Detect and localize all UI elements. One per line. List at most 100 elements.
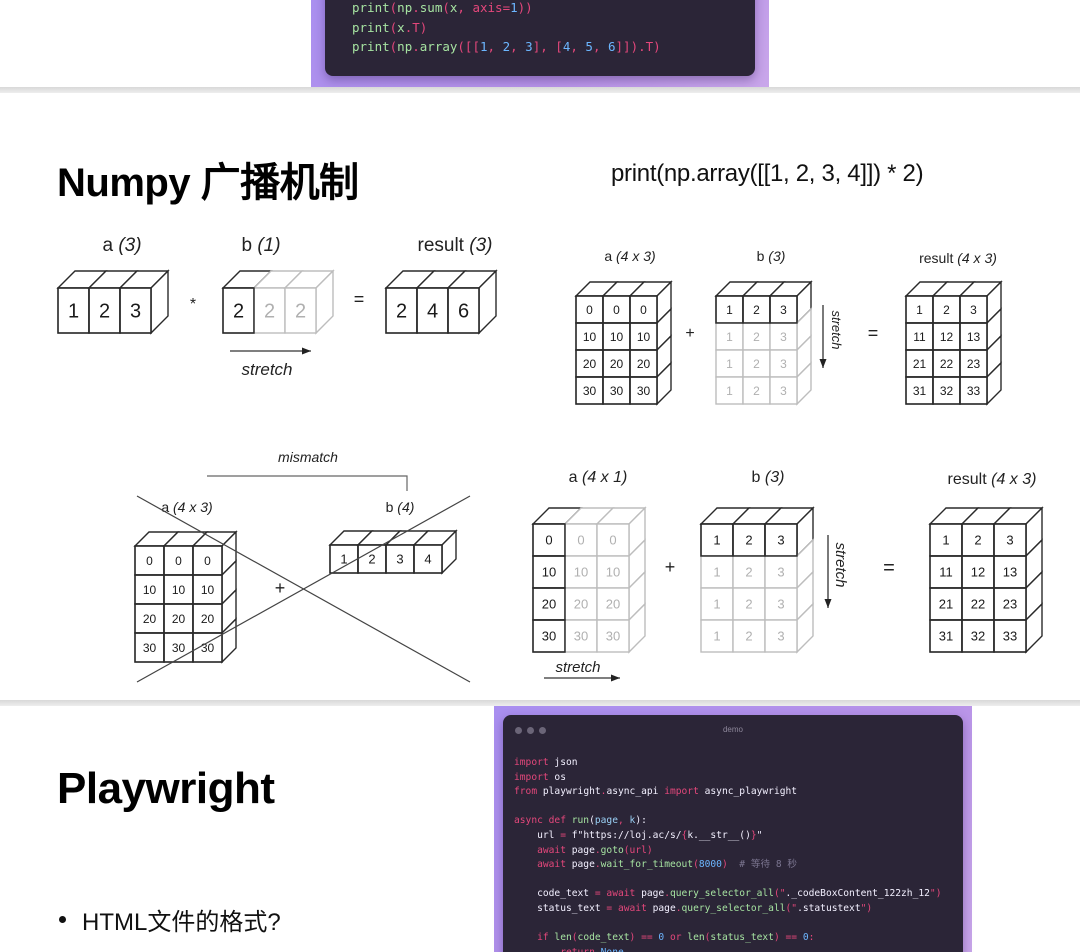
cell <box>119 287 152 334</box>
cell-value: 2 <box>753 357 760 371</box>
cell-value: 20 <box>143 612 157 626</box>
cell-value: 2 <box>745 565 752 580</box>
result-label: result (3) <box>418 235 493 256</box>
cell-value: 2 <box>974 533 981 548</box>
array-a-label: a (4 x 1) <box>569 469 628 486</box>
cell-value: 31 <box>913 384 927 398</box>
cell-outline <box>119 287 152 334</box>
cell <box>715 322 744 351</box>
bullet-item: HTML文件的格式? <box>57 902 281 937</box>
cell <box>769 376 798 405</box>
cell-outline <box>769 295 798 324</box>
cell-value: 23 <box>967 357 981 371</box>
cell-value: 0 <box>613 303 620 317</box>
cross-out-line <box>136 495 471 683</box>
cell <box>700 619 734 653</box>
cell-value: 20 <box>606 597 620 612</box>
cell-value: 12 <box>971 565 985 580</box>
slide-numpy-broadcasting: Numpy 广播机制 print(np.array([[1, 2, 3, 4]]… <box>0 93 1080 700</box>
cell-value: 1 <box>942 533 949 548</box>
cell-value: 0 <box>204 554 211 568</box>
cell-value: 30 <box>542 629 556 644</box>
code-window: print(np.sum(x, axis=1))print(x.T)print(… <box>325 0 755 76</box>
cell <box>532 619 566 653</box>
cell-value: 20 <box>201 612 215 626</box>
cell-outline <box>447 287 480 334</box>
cell-value: 20 <box>172 612 186 626</box>
cell-value: 22 <box>940 357 954 371</box>
mismatch-bracket <box>207 475 408 491</box>
code-line <box>514 873 941 888</box>
result-label: result (4 x 3) <box>948 471 1037 488</box>
cell <box>284 287 317 334</box>
result-label: result (4 x 3) <box>919 250 997 266</box>
cell-value: 4 <box>427 301 438 323</box>
operator-plus: + <box>685 325 694 342</box>
operator-equals: = <box>868 323 879 343</box>
operator-equals: = <box>883 557 895 579</box>
cell-value: 20 <box>637 357 651 371</box>
cell-outline <box>413 544 443 574</box>
cell-value: 2 <box>745 533 752 548</box>
stretch-down-arrow-head <box>824 599 832 608</box>
cell-value: 0 <box>640 303 647 317</box>
cell-value: 2 <box>233 301 244 323</box>
cell <box>715 349 744 378</box>
cell-value: 20 <box>583 357 597 371</box>
cell-value: 21 <box>913 357 927 371</box>
window-dot-icon <box>515 727 522 734</box>
array-a-label: a (3) <box>102 235 141 256</box>
code-snippet-frame: print(np.sum(x, axis=1))print(x.T)print(… <box>311 0 769 87</box>
cell-value: 1 <box>68 301 79 323</box>
code-block: print(np.sum(x, axis=1))print(x.T)print(… <box>352 0 661 57</box>
cell-value: 0 <box>545 533 552 548</box>
cell <box>596 523 630 557</box>
cell-value: 33 <box>1003 629 1017 644</box>
code-line: url = f"https://loj.ac/s/{k.__str__()}" <box>514 829 763 841</box>
code-line <box>514 917 941 932</box>
cell-value: 3 <box>780 303 787 317</box>
cell-value: 3 <box>777 597 784 612</box>
array-b-label: b (3) <box>757 248 786 264</box>
cell-value: 1 <box>713 565 720 580</box>
cell-value: 3 <box>777 533 784 548</box>
code-line: print(np.sum(x, axis=1)) <box>352 0 533 15</box>
cell-value: 3 <box>777 629 784 644</box>
operator-plus: + <box>275 578 286 598</box>
operator-multiply: * <box>190 296 196 313</box>
cell <box>764 523 798 557</box>
cell-value: 21 <box>939 597 953 612</box>
slide-title: Numpy 广播机制 <box>57 161 359 205</box>
cell <box>932 322 961 351</box>
cell-value: 10 <box>574 565 588 580</box>
array-b-label: b (4) <box>386 499 415 515</box>
stretch-label: stretch <box>832 542 849 587</box>
cell-value: 3 <box>780 330 787 344</box>
slide-numpy-code: print(np.sum(x, axis=1))print(x.T)print(… <box>0 0 1080 87</box>
code-line <box>514 800 941 815</box>
cell <box>742 349 771 378</box>
cell-value: 2 <box>753 330 760 344</box>
stretch-label: stretch <box>555 659 600 676</box>
code-window-title: demo <box>722 725 743 734</box>
cell-value: 3 <box>130 301 141 323</box>
cell-value: 1 <box>713 629 720 644</box>
window-dot-icon <box>527 727 534 734</box>
cell-value: 1 <box>713 533 720 548</box>
cell <box>742 376 771 405</box>
window-controls <box>515 727 546 734</box>
slide-divider <box>0 87 1080 93</box>
code-line: status_text = await page.query_selector_… <box>514 902 873 914</box>
bullet-text: HTML文件的格式? <box>82 909 281 936</box>
cell <box>732 619 766 653</box>
cell-value: 30 <box>606 629 620 644</box>
cell <box>732 555 766 589</box>
